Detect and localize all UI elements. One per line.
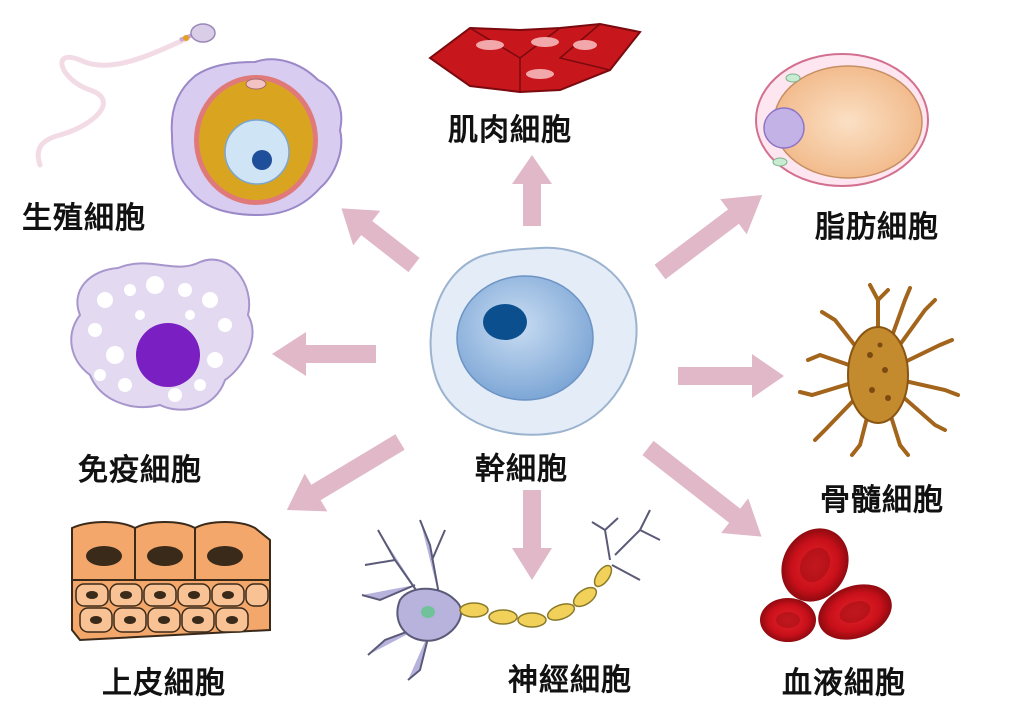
label-immune-cell: 免疫細胞 [78, 453, 202, 488]
neuron-icon [361, 509, 661, 681]
arrow-to-neuron [512, 490, 552, 580]
arrows [272, 155, 784, 580]
label-stem-cell: 幹細胞 [475, 452, 568, 487]
arrow-to-immune [272, 332, 376, 376]
arrow-to-fat [654, 194, 763, 280]
muscle-cell-icon [428, 22, 642, 94]
arrow-to-blood [642, 440, 762, 537]
marrow-cell-icon [798, 283, 960, 457]
fat-cell-icon [755, 53, 929, 187]
arrow-to-marrow [678, 354, 784, 398]
label-neuron-cell: 神經細胞 [508, 663, 632, 698]
label-marrow-cell: 骨髓細胞 [820, 483, 944, 518]
red-blood-cells-icon [760, 528, 892, 642]
arrow-to-epithelial [286, 434, 405, 512]
label-epithelial-cell: 上皮細胞 [102, 666, 226, 701]
label-germ-cell: 生殖細胞 [22, 201, 146, 236]
label-muscle-cell: 肌肉細胞 [448, 113, 572, 148]
egg-cell-icon [170, 58, 343, 217]
immune-cell-icon [70, 258, 254, 411]
stem-cell-icon [429, 246, 638, 436]
epithelial-cells-icon [71, 521, 271, 642]
arrow-to-germ [341, 208, 420, 273]
label-blood-cell: 血液細胞 [782, 666, 906, 701]
sperm-icon [35, 23, 216, 168]
label-fat-cell: 脂肪細胞 [815, 210, 939, 245]
arrow-to-muscle [512, 155, 552, 226]
